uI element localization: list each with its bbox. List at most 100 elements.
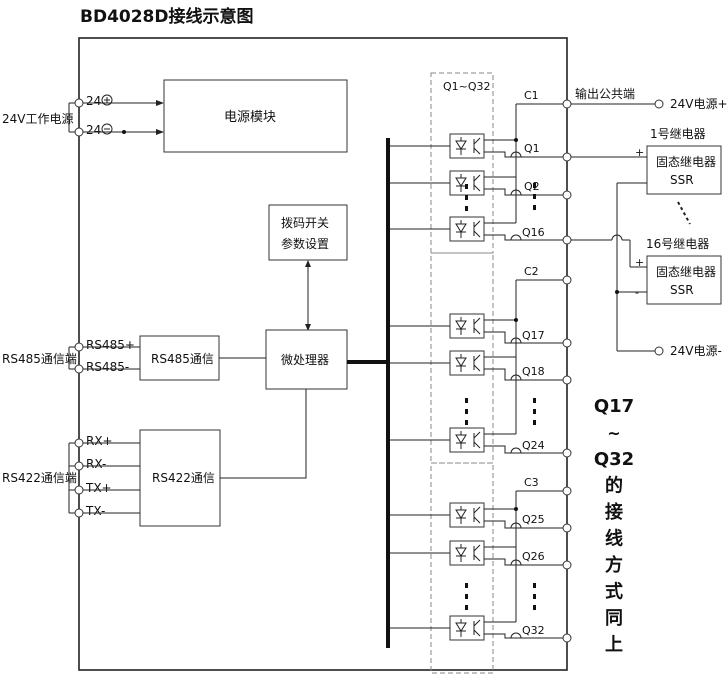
pin-rs485-plus-label: RS485+ (86, 338, 135, 352)
pin-rx-minus-label: RX- (86, 457, 106, 471)
terminal-c1[interactable] (562, 99, 572, 109)
arrow-down-icon (305, 324, 311, 331)
junction-dot (615, 290, 619, 294)
rs422-comm-block (139, 429, 221, 527)
optocoupler-icon (390, 313, 563, 344)
note-char: ~ (607, 424, 620, 443)
terminal-q24[interactable] (562, 448, 572, 458)
terminal-q1[interactable] (562, 152, 572, 162)
diagram-title: BD4028D接线示意图 (80, 6, 254, 27)
relay-1-plus: + (635, 146, 644, 159)
optocoupler-icon (390, 350, 563, 381)
wire-crossing (510, 559, 522, 566)
relay-1-ssr (646, 145, 722, 195)
arrow-right-icon (156, 100, 164, 106)
terminal-rs485-minus[interactable] (74, 364, 84, 374)
output-group-label: Q1~Q32 (443, 80, 491, 93)
note-char: 接 (605, 501, 623, 523)
optocoupler-icon (390, 427, 563, 454)
right-terminal-block (562, 99, 572, 643)
relay-1-label: 1号继电器 (650, 127, 706, 141)
note-char: 线 (605, 528, 623, 550)
pin-24-plus-label: 24 (86, 94, 101, 108)
terminal-q16[interactable] (562, 235, 572, 245)
output-channel-group (390, 279, 563, 454)
terminal-24v-minus[interactable] (654, 346, 664, 356)
terminal-rx-plus[interactable] (74, 438, 84, 448)
relay-16-ssr-model: SSR (670, 283, 694, 297)
output-channel-group (390, 490, 563, 641)
terminal-24-minus[interactable] (74, 127, 84, 137)
output-label-q25: Q25 (522, 513, 545, 526)
microprocessor-block (265, 329, 348, 390)
minus-circle-icon (101, 123, 113, 135)
pin-tx-minus-label: TX- (85, 504, 105, 518)
optocoupler-channels (390, 103, 563, 641)
output-label-q26: Q26 (522, 550, 545, 563)
rs422-port-label: RS422通信端 (2, 471, 77, 485)
optocoupler-icon (390, 133, 563, 159)
terminal-tx-minus[interactable] (74, 508, 84, 518)
pin-24-minus-label: 24 (86, 123, 101, 137)
supply-plus-label: 24V电源+ (670, 97, 728, 111)
terminal-q32[interactable] (562, 633, 572, 643)
wire-crossing (510, 234, 522, 241)
output-label-q2: Q2 (524, 180, 540, 193)
wire-crossing (510, 522, 522, 529)
note-char: 同 (605, 608, 623, 629)
output-label-c2: C2 (524, 265, 539, 278)
note-char: Q32 (594, 449, 634, 470)
param-setting-label: 参数设置 (281, 236, 329, 251)
note-char: 上 (605, 635, 623, 656)
terminal-q26[interactable] (562, 560, 572, 570)
output-label-q18: Q18 (522, 365, 545, 378)
terminal-c2[interactable] (562, 275, 572, 285)
terminal-q25[interactable] (562, 523, 572, 533)
terminal-24v-plus[interactable] (654, 99, 664, 109)
output-common-label: 输出公共端 (575, 86, 635, 101)
microprocessor-label: 微处理器 (281, 353, 329, 367)
optocoupler-icon (390, 540, 563, 566)
power-module-block (163, 79, 348, 153)
terminal-rx-minus[interactable] (74, 461, 84, 471)
dip-switch-label: 拨码开关 (281, 216, 329, 230)
terminal-c3[interactable] (562, 486, 572, 496)
optocoupler-icon (390, 216, 563, 242)
relay-ellipsis (677, 201, 691, 225)
output-label-q1: Q1 (524, 142, 540, 155)
optocoupler-icon (390, 615, 563, 641)
relay-16-label: 16号继电器 (646, 237, 709, 251)
pin-tx-plus-label: TX+ (85, 481, 112, 495)
dip-switch-block (268, 204, 348, 261)
relay-1-ssr-model: SSR (670, 173, 694, 187)
terminal-rs485-plus[interactable] (74, 342, 84, 352)
terminal-24-plus[interactable] (74, 98, 84, 108)
optocoupler-icon (390, 170, 563, 196)
plus-circle-icon (101, 94, 113, 106)
terminal-q17[interactable] (562, 338, 572, 348)
note-char: 式 (605, 581, 623, 603)
wire-crossing (510, 337, 522, 344)
terminal-q18[interactable] (562, 375, 572, 385)
optocoupler-icon (390, 502, 563, 529)
output-label-c1: C1 (524, 89, 539, 102)
output-group-3 (430, 462, 494, 674)
power-input-label: 24V工作电源 (2, 112, 73, 126)
controller-enclosure (78, 37, 568, 671)
output-channel-group (390, 103, 563, 242)
output-label-q16: Q16 (522, 226, 545, 239)
ellipsis-icon (465, 183, 536, 610)
terminal-tx-plus[interactable] (74, 485, 84, 495)
relay-1-ssr-name: 固态继电器 (656, 155, 716, 169)
relay-16-ssr-name: 固态继电器 (656, 265, 716, 279)
arrow-right-icon (156, 129, 164, 135)
note-char: Q17 (594, 396, 634, 417)
junction-dot (122, 130, 126, 134)
wire-crossing (510, 374, 522, 381)
pin-rs485-minus-label: RS485- (86, 360, 129, 374)
relay-16-plus: + (635, 256, 644, 269)
pin-rx-plus-label: RX+ (86, 434, 113, 448)
rs485-port-label: RS485通信端 (2, 352, 77, 366)
terminal-q2[interactable] (562, 190, 572, 200)
